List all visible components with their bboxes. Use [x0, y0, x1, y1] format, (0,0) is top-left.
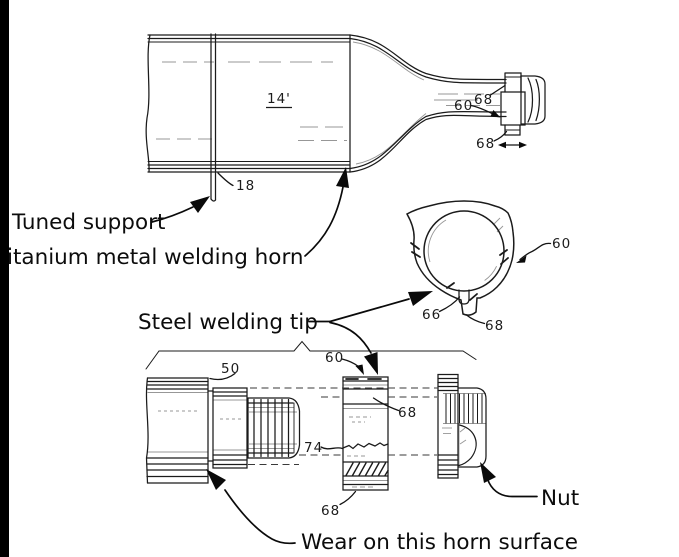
- label-welding-horn: itanium metal welding horn: [7, 245, 304, 270]
- ref-68-top-upper: 68: [474, 92, 493, 108]
- ref-18: 18: [236, 178, 255, 194]
- ref-14: 14': [267, 91, 291, 107]
- ref-60-top: 60: [454, 98, 473, 114]
- label-steel-welding-tip: Steel welding tip: [138, 310, 318, 335]
- ref-74: 74: [304, 440, 323, 456]
- ref-60-bottom: 60: [325, 350, 344, 366]
- ref-68-top-lower: 68: [476, 136, 495, 152]
- ref-68-bottom-right: 68: [398, 405, 417, 421]
- ref-60-ring: 60: [552, 236, 571, 252]
- label-wear: Wear on this horn surface: [301, 530, 578, 555]
- label-nut: Nut: [541, 486, 579, 511]
- ref-68-ring: 68: [485, 318, 504, 334]
- ref-68-bottom-lower: 68: [321, 503, 340, 519]
- ref-66-ring: 66: [422, 307, 441, 323]
- ref-50: 50: [221, 361, 240, 377]
- label-tuned-support: Tuned support: [11, 210, 165, 235]
- left-edge-bar: [0, 0, 9, 557]
